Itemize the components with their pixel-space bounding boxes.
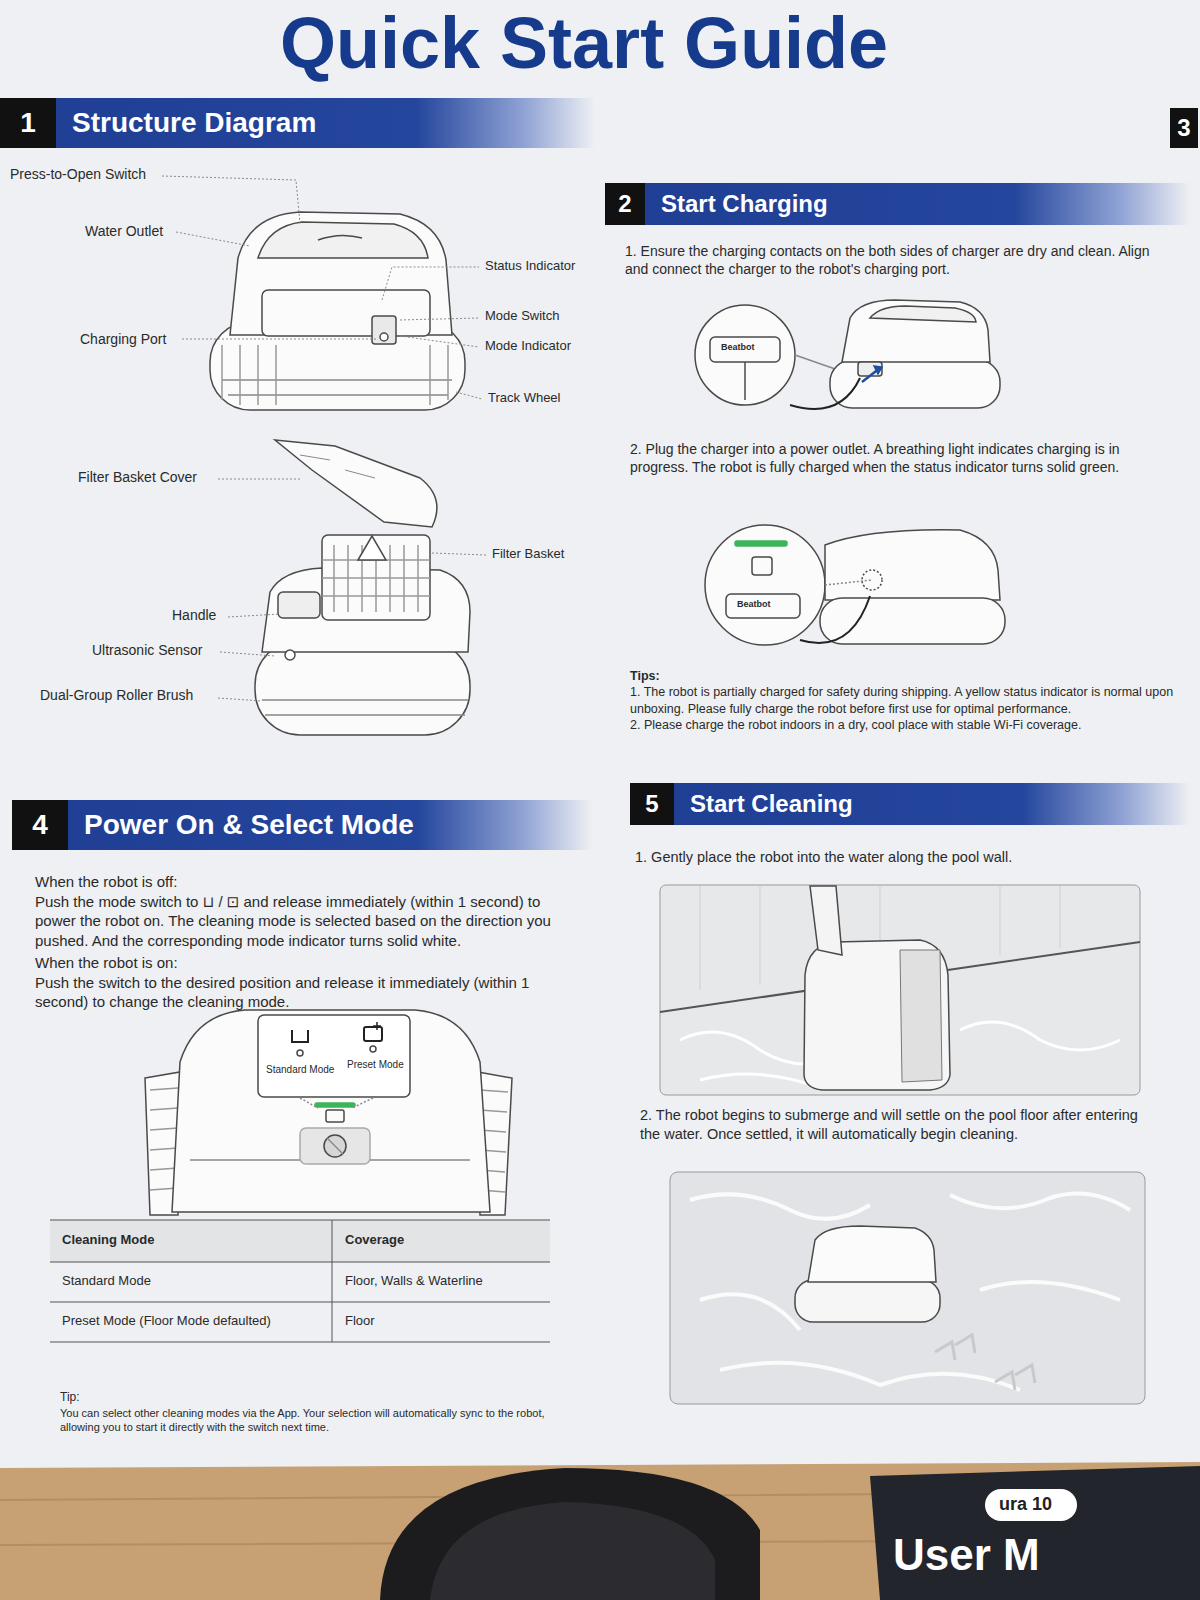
callout-label: Filter Basket bbox=[492, 546, 564, 563]
brand-mark: Beatbot bbox=[737, 599, 771, 611]
section-heading: Start Cleaning bbox=[674, 783, 853, 825]
section-band: 4Power On & Select Mode bbox=[12, 800, 592, 850]
step-heading: When the robot is on: bbox=[35, 953, 583, 973]
callout-label: Filter Basket Cover bbox=[78, 468, 197, 486]
table-cell: Floor bbox=[345, 1313, 375, 1330]
mode-label: Preset Mode bbox=[347, 1058, 404, 1071]
charging-illustration bbox=[695, 300, 1000, 409]
tip-text: You can select other cleaning modes via … bbox=[60, 1406, 570, 1435]
text-column: Tips:1. The robot is partially charged f… bbox=[630, 668, 1178, 733]
pool-floor-illustration bbox=[670, 1172, 1145, 1404]
step-text: 2. The robot begins to submerge and will… bbox=[640, 1106, 1160, 1144]
table-cell: Standard Mode bbox=[62, 1273, 151, 1290]
text-column: When the robot is off:Push the mode swit… bbox=[35, 872, 583, 1012]
callout-label: Status Indicator bbox=[485, 258, 575, 275]
callout-label: Press-to-Open Switch bbox=[10, 165, 146, 183]
robot-illustration bbox=[210, 212, 465, 410]
page-title: Quick Start Guide bbox=[280, 0, 888, 86]
section-number: 1 bbox=[0, 98, 56, 148]
background-objects bbox=[0, 1462, 1200, 1600]
table-header: Cleaning Mode bbox=[62, 1232, 154, 1249]
table-cell: Floor, Walls & Waterline bbox=[345, 1273, 483, 1290]
step-text: 1. Ensure the charging contacts on the b… bbox=[625, 242, 1175, 278]
brand-mark: Beatbot bbox=[721, 342, 755, 354]
callout-label: Water Outlet bbox=[85, 222, 163, 240]
callout-label: Ultrasonic Sensor bbox=[92, 641, 203, 659]
tip-text: 2. Please charge the robot indoors in a … bbox=[630, 717, 1178, 733]
callout-label: Track Wheel bbox=[488, 390, 560, 407]
section-number: 3 bbox=[1170, 108, 1198, 148]
mode-label: Standard Mode bbox=[266, 1063, 334, 1076]
section-number: 5 bbox=[630, 783, 674, 825]
step-text: Push the switch to the desired position … bbox=[35, 973, 583, 1012]
section-band: 1Structure Diagram bbox=[0, 98, 595, 148]
section-number: 2 bbox=[605, 183, 645, 225]
section-heading: Structure Diagram bbox=[56, 98, 316, 148]
section-heading: Power On & Select Mode bbox=[68, 800, 414, 850]
charging-status-illustration bbox=[705, 525, 1005, 645]
step-text: Push the mode switch to ⊔ / ⊡ and releas… bbox=[35, 892, 583, 951]
step-heading: When the robot is off: bbox=[35, 872, 583, 892]
callout-label: Charging Port bbox=[80, 330, 166, 348]
section-band: 2Start Charging bbox=[605, 183, 1190, 225]
table-header: Coverage bbox=[345, 1232, 404, 1249]
callout-label: Dual-Group Roller Brush bbox=[40, 686, 193, 704]
booklet-title: User M bbox=[893, 1526, 1040, 1583]
section-band: 5Start Cleaning bbox=[630, 783, 1190, 825]
tip-heading: Tip: bbox=[60, 1390, 80, 1406]
robot-exploded-illustration bbox=[255, 535, 470, 735]
callout-label: Handle bbox=[172, 606, 216, 624]
callout-label: Mode Indicator bbox=[485, 338, 571, 355]
section-number: 4 bbox=[12, 800, 68, 850]
section-heading: Start Charging bbox=[645, 183, 828, 225]
step-text: 2. Plug the charger into a power outlet.… bbox=[630, 440, 1175, 476]
section-band: 3 bbox=[1170, 108, 1198, 148]
step-text: 1. Gently place the robot into the water… bbox=[635, 848, 1185, 867]
leader-lines bbox=[162, 176, 486, 701]
robot-front-illustration bbox=[145, 1010, 512, 1215]
booklet-model: ura 10 bbox=[999, 1493, 1052, 1516]
tip-text: 1. The robot is partially charged for sa… bbox=[630, 684, 1178, 717]
callout-label: Mode Switch bbox=[485, 308, 559, 325]
pool-wall-illustration bbox=[660, 885, 1140, 1095]
tips-heading: Tips: bbox=[630, 668, 1178, 684]
table-cell: Preset Mode (Floor Mode defaulted) bbox=[62, 1313, 271, 1330]
mode-table bbox=[50, 1220, 550, 1342]
cover-illustration bbox=[275, 440, 437, 527]
